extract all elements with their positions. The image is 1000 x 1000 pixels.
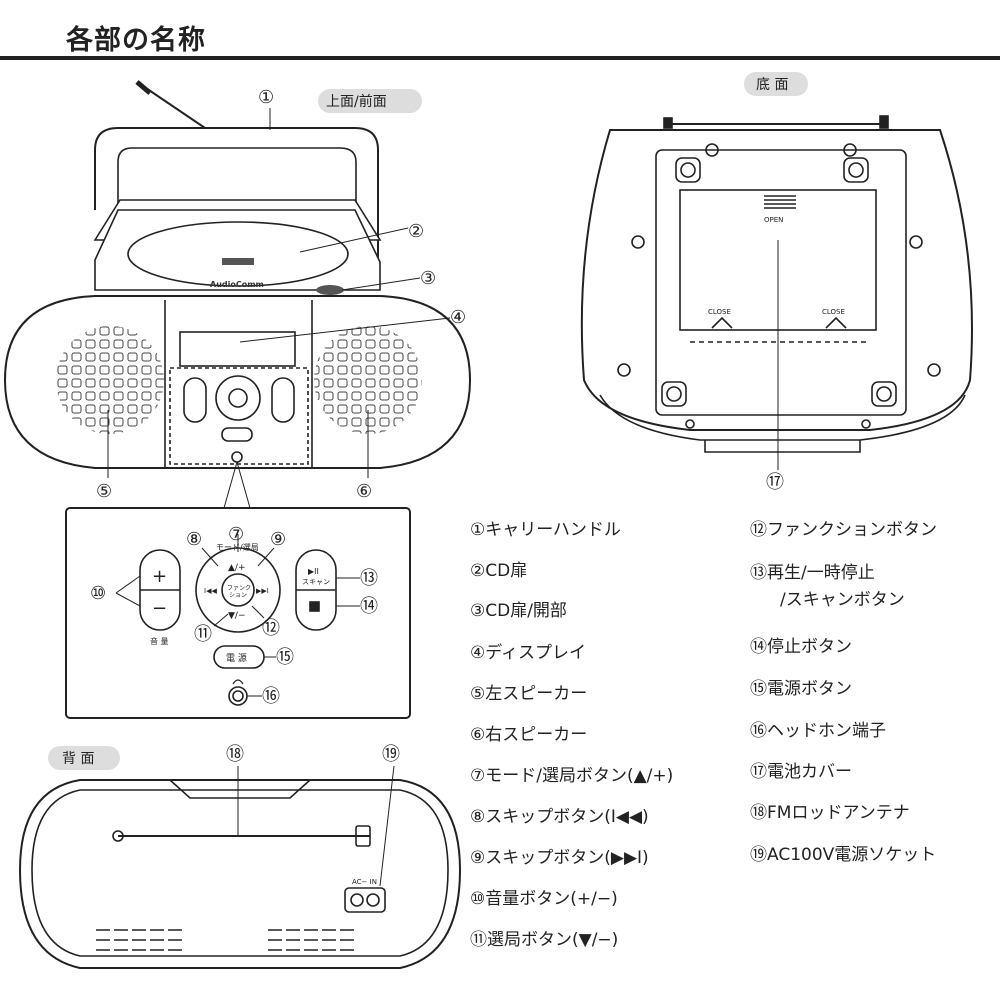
callout-7: ⑦ (228, 524, 244, 545)
skip-fwd-glyph: ▶▶I (256, 587, 269, 595)
callout-19: ⑲ (382, 744, 400, 765)
part-item: ⑤左スピーカー (470, 684, 588, 704)
open-label: OPEN (764, 216, 783, 224)
part-item: ⑥右スピーカー (470, 725, 588, 745)
view-label-top-front: 上面/前面 (326, 93, 387, 110)
callout-2: ② (408, 221, 424, 242)
up-label: ▲/+ (228, 563, 246, 573)
part-item: ⑱FMロッドアンテナ (750, 803, 910, 823)
part-item: ⑬再生/一時停止 (750, 563, 875, 583)
view-label-bottom: 底 面 (756, 77, 788, 93)
title-rule (0, 56, 1000, 60)
part-item: ⑫ファンクションボタン (750, 520, 937, 540)
callout-11: ⑪ (194, 624, 212, 645)
function-label-2: ション (229, 592, 247, 599)
part-item: ⑪選局ボタン(▼/−) (470, 930, 619, 950)
callout-8: ⑧ (186, 529, 202, 550)
part-item: ⑲AC100V電源ソケット (750, 845, 937, 865)
view-label-back: 背 面 (62, 751, 94, 767)
part-item: ⑰電池カバー (750, 762, 852, 782)
close-label-right: CLOSE (822, 308, 845, 316)
part-item: ④ディスプレイ (470, 643, 587, 663)
scan-label: スキャン (302, 578, 330, 586)
callout-13: ⑬ (360, 568, 378, 589)
callout-15: ⑮ (276, 647, 294, 668)
callout-6: ⑥ (356, 481, 372, 502)
volume-plus-glyph: + (152, 566, 167, 587)
power-label: 電 源 (226, 653, 247, 664)
part-item: ⑮電源ボタン (750, 679, 852, 699)
function-label-1: ファンク (227, 585, 251, 592)
control-panel-zoom (65, 507, 411, 719)
callout-3: ③ (420, 268, 436, 289)
part-item: ⑩音量ボタン(+/−) (470, 889, 618, 909)
callout-16: ⑯ (262, 686, 280, 707)
callout-17: ⑰ (766, 472, 784, 493)
top-callouts (107, 108, 451, 509)
callout-12: ⑫ (262, 618, 280, 639)
callout-18: ⑱ (226, 744, 244, 765)
back-view (18, 746, 462, 969)
part-item: ①キャリーハンドル (470, 520, 621, 540)
part-item: ⑯ヘッドホン端子 (750, 721, 886, 741)
callout-14: ⑭ (360, 596, 378, 617)
skip-back-glyph: I◀◀ (204, 587, 217, 595)
callout-5: ⑤ (96, 481, 112, 502)
close-label-left: CLOSE (708, 308, 731, 316)
volume-label: 音 量 (150, 636, 169, 646)
callout-1: ① (258, 87, 274, 108)
part-item: ②CD扉 (470, 561, 528, 581)
callout-10: ⑩ (90, 583, 106, 604)
page-title: 各部の名称 (66, 25, 206, 56)
bottom-view (580, 72, 973, 470)
part-item-continuation: /スキャンボタン (780, 590, 905, 610)
volume-minus-glyph: − (152, 598, 167, 619)
part-item: ③CD扉/開部 (470, 601, 567, 621)
callout-9: ⑨ (270, 529, 286, 550)
top-front-view: AudioComm (3, 80, 472, 469)
part-item: ⑨スキップボタン(▶▶I) (470, 848, 649, 868)
view-pill-top-front (318, 89, 422, 113)
down-label: ▼/− (228, 611, 246, 621)
svg-text:AudioComm: AudioComm (210, 280, 264, 289)
part-item: ⑭停止ボタン (750, 637, 852, 657)
callout-4: ④ (450, 307, 466, 328)
part-item: ⑧スキップボタン(I◀◀) (470, 807, 649, 827)
play-label: ▶II (308, 567, 319, 576)
mode-label: モード/選局 (216, 542, 259, 552)
part-item: ⑦モード/選局ボタン(▲/+) (470, 766, 674, 786)
ac-in-label: AC− IN (352, 878, 377, 886)
